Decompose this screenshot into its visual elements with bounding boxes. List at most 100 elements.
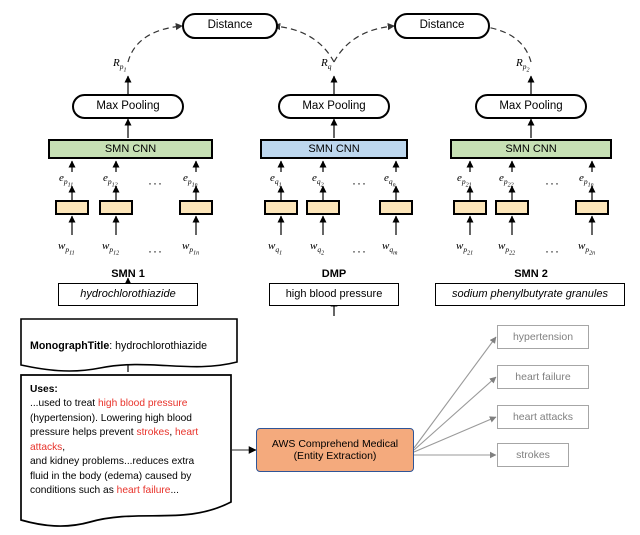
word-label-p21: wp21 <box>456 240 474 257</box>
uses-document-text: Uses: ...used to treat high blood pressu… <box>20 374 232 499</box>
smn-cnn-box-3[interactable]: SMN CNN <box>450 139 612 159</box>
embedding-label-p11: ep11 <box>59 172 74 189</box>
uses-document[interactable]: Uses: ...used to treat high blood pressu… <box>20 374 232 532</box>
entity-box-heart-attacks-label: heart attacks <box>512 410 574 423</box>
input-text-box-dmp[interactable]: high blood pressure <box>269 283 399 306</box>
monograph-title-value: hydrochlorothiazide <box>115 340 208 352</box>
uses-plain-text: conditions such as <box>30 485 117 497</box>
aws-service-line1: AWS Comprehend Medical <box>271 437 399 450</box>
embedding-label-p22: ep22 <box>499 172 514 189</box>
input-text-box-smn1[interactable]: hydrochlorothiazide <box>58 283 198 306</box>
uses-plain-text: ... <box>170 485 179 497</box>
uses-line: fluid in the body (edema) caused by <box>30 470 222 484</box>
word-label-p22: wp22 <box>498 240 516 257</box>
word-label-q2: wq2 <box>310 240 325 257</box>
word-label-p11: wp11 <box>58 240 75 257</box>
embedding-label-q2: eq2 <box>312 172 324 189</box>
uses-plain-text: , <box>169 427 175 439</box>
representation-label-p2: Rp2 <box>516 57 530 74</box>
uses-line: (hypertension). Lowering high blood <box>30 412 222 426</box>
uses-document-shape <box>20 374 232 527</box>
input-text-box-smn2-label: sodium phenylbutyrate granules <box>452 288 608 301</box>
entity-box-hypertension[interactable]: hypertension <box>497 325 589 349</box>
distance-node-1[interactable]: Distance <box>182 13 278 39</box>
entity-box-strokes[interactable]: strokes <box>497 443 569 467</box>
embedding-box-p11[interactable] <box>55 200 89 215</box>
word-label-q1: wq1 <box>268 240 283 257</box>
monograph-title-document[interactable]: MonographTitle: hydrochlorothiazide <box>20 318 238 374</box>
entity-box-heart-failure-label: heart failure <box>515 370 571 383</box>
embedding-box-p21[interactable] <box>453 200 487 215</box>
representation-label-p1: Rp1 <box>113 57 127 74</box>
uses-entity-mention: attacks <box>30 441 63 453</box>
uses-body: ...used to treat high blood pressure(hyp… <box>30 397 222 498</box>
uses-plain-text: and kidney problems...reduces extra <box>30 456 195 468</box>
embedding-label-q1: eq1 <box>270 172 282 189</box>
embedding-label-qn: eqn <box>384 172 396 189</box>
distance-node-2-label: Distance <box>419 19 465 32</box>
max-pooling-node-2-label: Max Pooling <box>302 99 366 112</box>
embedding-box-q2[interactable] <box>306 200 340 215</box>
embedding-box-p12[interactable] <box>99 200 133 215</box>
uses-plain-text: (hypertension). Lowering high blood <box>30 412 192 424</box>
uses-line: and kidney problems...reduces extra <box>30 455 222 469</box>
uses-entity-mention: heart <box>174 427 199 439</box>
word-label-qm: wqm <box>382 240 398 257</box>
max-pooling-node-1-label: Max Pooling <box>96 99 160 112</box>
embedding-label-p12: ep12 <box>103 172 118 189</box>
distance-node-1-label: Distance <box>207 19 253 32</box>
max-pooling-node-3[interactable]: Max Pooling <box>475 94 587 119</box>
uses-heading: Uses: <box>30 384 58 395</box>
word-ellipsis-col3: ··· <box>545 244 560 258</box>
embedding-box-p1n[interactable] <box>179 200 213 215</box>
uses-plain-text: fluid in the body (edema) caused by <box>30 470 192 482</box>
aws-service-line2: (Entity Extraction) <box>293 450 377 462</box>
input-text-box-dmp-label: high blood pressure <box>285 288 383 301</box>
column-heading-smn2: SMN 2 <box>514 267 548 280</box>
column-heading-dmp: DMP <box>321 267 347 280</box>
embedding-label-p1n: ep1n <box>183 172 198 189</box>
uses-plain-text: , <box>62 441 66 453</box>
max-pooling-node-1[interactable]: Max Pooling <box>72 94 184 119</box>
uses-entity-mention: strokes <box>136 427 170 439</box>
input-text-box-smn1-label: hydrochlorothiazide <box>80 288 176 301</box>
uses-plain-text: ...used to treat <box>30 398 98 410</box>
embedding-ellipsis-col3: ··· <box>545 176 560 190</box>
monograph-document-shape <box>20 318 238 372</box>
uses-line: ...used to treat high blood pressure <box>30 397 222 411</box>
smn-cnn-box-2-label: SMN CNN <box>308 142 360 155</box>
smn-cnn-box-1[interactable]: SMN CNN <box>48 139 213 159</box>
smn-cnn-box-1-label: SMN CNN <box>104 142 157 155</box>
smn-cnn-box-3-label: SMN CNN <box>505 142 557 155</box>
embedding-label-p2n: ep1n <box>579 172 594 189</box>
embedding-ellipsis-col1: ··· <box>148 176 163 190</box>
max-pooling-node-2[interactable]: Max Pooling <box>278 94 390 119</box>
entity-box-heart-attacks[interactable]: heart attacks <box>497 405 589 429</box>
embedding-ellipsis-col2: ··· <box>352 176 367 190</box>
monograph-title-sep: : <box>109 340 116 352</box>
distance-node-2[interactable]: Distance <box>394 13 490 39</box>
embedding-box-q1[interactable] <box>264 200 298 215</box>
entity-box-heart-failure[interactable]: heart failure <box>497 365 589 389</box>
entity-box-strokes-label: strokes <box>516 448 550 461</box>
uses-line: attacks, <box>30 441 222 455</box>
word-ellipsis-col1: ··· <box>148 244 163 258</box>
monograph-title-key: MonographTitle <box>30 340 110 352</box>
uses-entity-mention: heart failure <box>116 485 171 497</box>
embedding-box-qn[interactable] <box>379 200 413 215</box>
embedding-label-p21: ep21 <box>457 172 472 189</box>
aws-comprehend-medical-box[interactable]: AWS Comprehend Medical (Entity Extractio… <box>256 428 414 472</box>
word-label-p2n: wp2n <box>578 240 596 257</box>
representation-label-q: Rq <box>321 57 332 72</box>
embedding-box-p2n[interactable] <box>575 200 609 215</box>
word-ellipsis-col2: ··· <box>352 244 367 258</box>
input-text-box-smn2[interactable]: sodium phenylbutyrate granules <box>435 283 625 306</box>
word-label-p12: wp12 <box>102 240 120 257</box>
column-heading-smn1: SMN 1 <box>111 267 145 280</box>
monograph-title-text: MonographTitle: hydrochlorothiazide <box>20 330 238 354</box>
embedding-box-p22[interactable] <box>495 200 529 215</box>
word-label-p1n: wp1n <box>182 240 200 257</box>
smn-cnn-box-2[interactable]: SMN CNN <box>260 139 408 159</box>
entity-box-hypertension-label: hypertension <box>512 330 574 343</box>
